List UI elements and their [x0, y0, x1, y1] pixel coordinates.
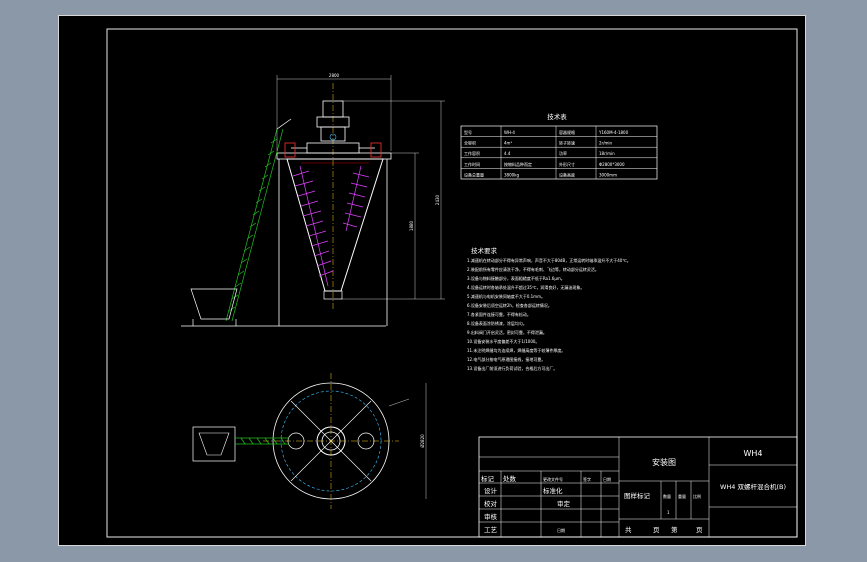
note-13: 13.设备出厂前须进行负荷试验，合格后方可出厂。 [467, 365, 557, 371]
tt-r4-c2: 设备高度 [559, 171, 575, 177]
inner-border [106, 28, 798, 538]
tb-date: 日期 [603, 476, 611, 482]
note-1: 1.减速机在转动部分不得有异常声响，声音不大于80dB，正常运转时轴承温升不大于… [467, 257, 631, 263]
tt-r4-c0: 设备总重量 [464, 171, 484, 177]
tb-count: 处数 [503, 474, 517, 483]
dim-total-height: 2430 [435, 194, 440, 205]
tt-r3-c1: 按物料品种而定 [504, 161, 532, 167]
note-10: 10.设备安装水平度偏差不大于1/1000。 [467, 338, 539, 344]
tt-r3-c2: 外形尺寸 [559, 161, 575, 167]
drawing-sheet: 2800 2430 1880 Ø2820 [58, 15, 806, 546]
dim-cone-height: 1880 [409, 220, 414, 231]
note-11: 11.未注明焊缝均为连续焊，焊缝高度等于较薄件厚度。 [467, 347, 565, 353]
tt-r2-c0: 工作容积 [464, 150, 480, 156]
tech-table-title: 技术表 [547, 112, 567, 121]
tt-r0-c2: 容器规格 [559, 129, 575, 135]
tt-r3-c0: 工作时间 [464, 161, 480, 167]
note-2: 2.装配前所有零件应清洗干净，不得有毛刺、飞边等，转动部分运转灵活。 [467, 266, 599, 272]
note-4: 4.设备运转时各轴承处温升不超过35℃，润滑良好，无漏油现象。 [467, 284, 584, 290]
tt-r1-c1: 4m³ [504, 141, 512, 146]
technical-notes: 技术要求 1.减速机在转动部分不得有异常声响，声音不大于80dB，正常运转时轴承… [467, 246, 631, 371]
tb-design: 设计 [484, 486, 498, 495]
tb-stage-mark: 图样标记 [624, 491, 651, 500]
tb-standardized: 标准化 [543, 486, 563, 495]
tb-sheet-unit-2: 页 [696, 526, 703, 534]
tt-r3-c3: Φ2800*3000 [599, 162, 625, 167]
tb-scale: 比例 [693, 493, 701, 499]
title-block: 标记 处数 更改文件号 签字 日期 设计 标准化 校对 审定 审核 工艺 日期 … [478, 436, 798, 538]
note-8: 8.设备表面涂防锈漆，涂层均匀。 [467, 320, 527, 326]
cad-drawing: 2800 2430 1880 Ø2820 [106, 28, 798, 538]
dim-plan-diameter: Ø2820 [420, 434, 425, 448]
tech-table: 技术表 型号 WH-4 容器规格 Y160M-4-1800 全容积 4m³ 转子… [460, 112, 658, 180]
tt-r0-c3: Y160M-4-1800 [598, 130, 629, 135]
tt-r2-c1: 4.4 [504, 151, 511, 156]
tb-checked: 校对 [484, 499, 498, 508]
elevation-view: 2800 2430 1880 [181, 73, 445, 327]
dim-top-width: 2800 [329, 73, 340, 78]
tb-quantity: 数量 [663, 493, 671, 499]
tt-r0-c0: 型号 [464, 129, 472, 135]
tb-change-doc: 更改文件号 [543, 476, 563, 482]
tb-mark: 标记 [481, 474, 495, 483]
tb-date-2: 日期 [557, 527, 565, 533]
note-3: 3.设备与物料接触部分，表面粗糙度不低于Ra1.6μm。 [467, 275, 565, 281]
tb-sheet-unit: 页 [653, 526, 660, 534]
tb-model: WH4 [743, 449, 762, 458]
tb-quantity-value: 1 [667, 510, 670, 515]
tb-sheet-total: 共 [625, 525, 632, 534]
tt-r2-c3: 18r/min [599, 151, 615, 156]
tb-weight: 重量 [678, 493, 686, 499]
note-12: 12.电气部分按电气原理图接线，接地可靠。 [467, 356, 545, 362]
tt-r1-c2: 转子转速 [559, 140, 575, 146]
note-5: 5.减速机与电机安装同轴度不大于0.1mm。 [467, 293, 545, 299]
tt-r0-c1: WH-4 [504, 130, 515, 135]
tt-r2-c2: 功率 [559, 150, 567, 156]
note-6: 6.设备安装后须空运转2h，检查各部运转情况。 [467, 302, 552, 308]
notes-title: 技术要求 [471, 246, 498, 255]
tt-r1-c0: 全容积 [464, 140, 476, 146]
tb-sign: 签字 [583, 476, 591, 482]
note-7: 7.各紧固件连接可靠，不得有松动。 [467, 311, 531, 317]
tb-sheet-no: 第 [671, 525, 678, 534]
plan-view: Ø2820 [192, 373, 427, 509]
tb-drawing-type: 安装图 [652, 457, 676, 467]
tt-r4-c3: 3000mm [599, 172, 617, 177]
tb-reviewed: 审定 [557, 499, 571, 508]
tb-audit: 审核 [484, 512, 498, 521]
tb-process: 工艺 [484, 526, 498, 534]
tb-name: WH4 双螺杆混合机(B) [720, 482, 786, 491]
tt-r1-c3: 2r/min [599, 141, 613, 146]
tt-r4-c1: 3800kg [504, 172, 519, 177]
note-9: 9.出料阀门开启灵活，密封可靠，不得泄漏。 [467, 329, 547, 335]
